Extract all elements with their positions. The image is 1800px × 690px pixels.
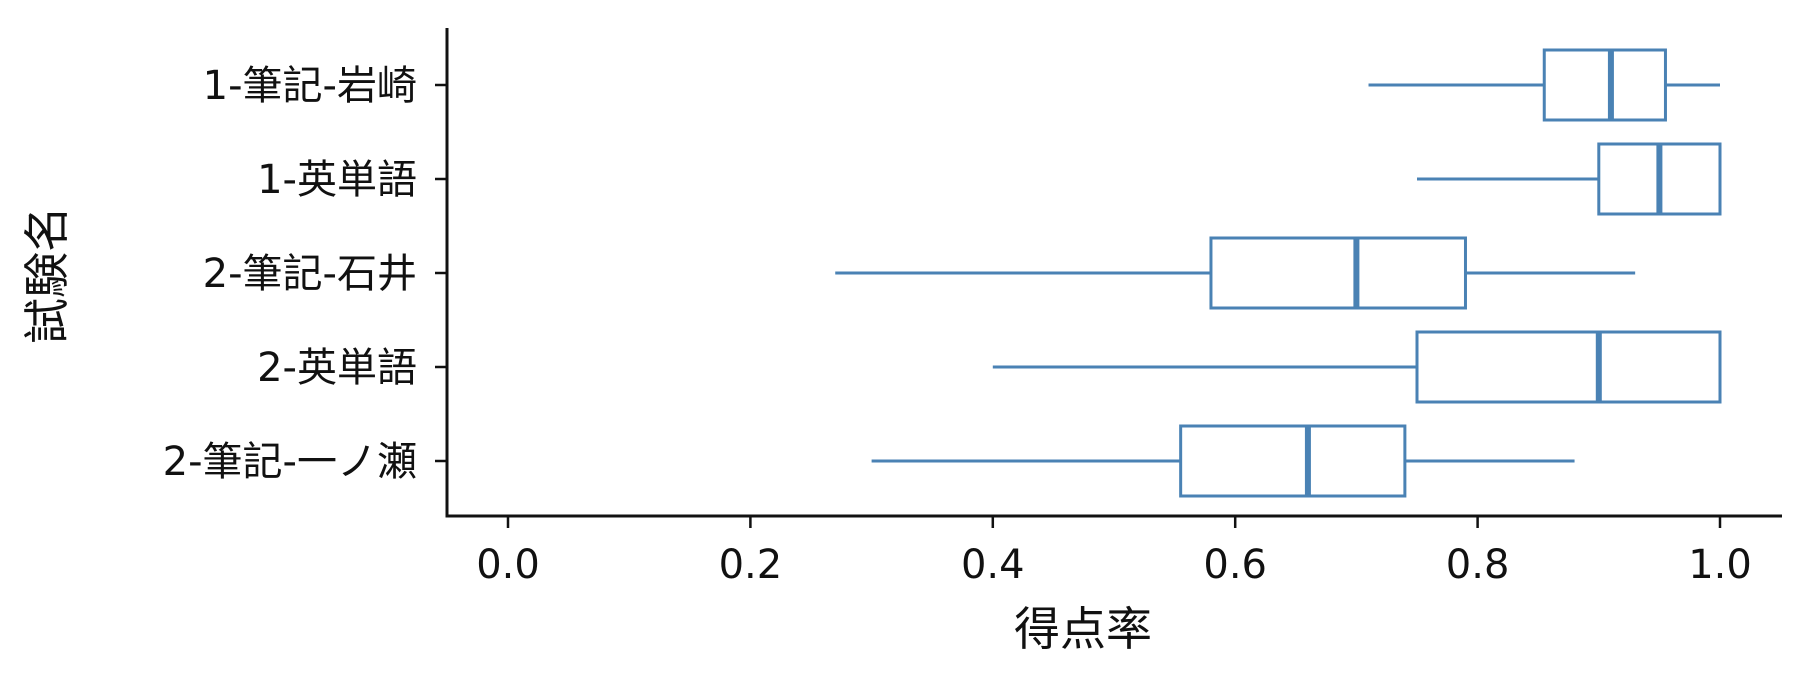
y-ticks: 1-筆記-岩崎 1-英単語 2-筆記-石井 2-英単語 2-筆記-一ノ瀬 [163,63,447,485]
x-tick-label: 1.0 [1688,542,1752,588]
box-rect [1415,330,1722,404]
x-tick-label: 0.0 [476,542,540,588]
box-rect [1179,424,1407,498]
y-category-label: 2-筆記-石井 [203,251,417,297]
box-rect [1542,48,1667,122]
x-tick-label: 0.6 [1203,542,1267,588]
box-rect [1209,236,1467,310]
box-item [871,424,1575,498]
y-axis-title: 試験名 [20,206,74,344]
x-tick-label: 0.4 [961,542,1025,588]
box-item [992,330,1722,404]
y-category-label: 1-筆記-岩崎 [203,63,417,109]
y-category-label: 2-英単語 [257,345,417,391]
box-item [1368,48,1720,122]
x-ticks: 0.0 0.2 0.4 0.6 0.8 1.0 [476,516,1752,588]
x-axis-title: 得点率 [1014,602,1152,656]
box-item [835,236,1636,310]
y-category-label: 1-英単語 [257,157,417,203]
box-item [1417,142,1722,216]
x-tick-label: 0.2 [719,542,783,588]
x-tick-label: 0.8 [1446,542,1510,588]
y-category-label: 2-筆記-一ノ瀬 [163,439,417,485]
boxes-group [835,48,1722,498]
